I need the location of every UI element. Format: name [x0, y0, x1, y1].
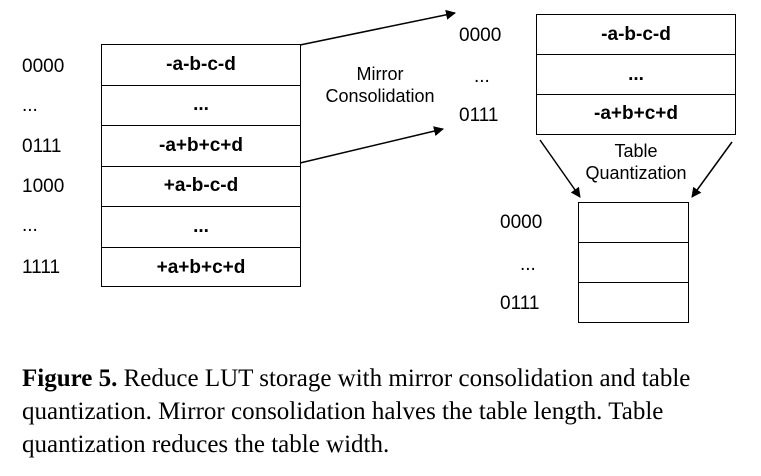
bottom-right-row-label: ... [520, 254, 536, 275]
lut-cell: ... [102, 207, 300, 248]
lut-cell: -a+b+c+d [102, 126, 300, 167]
figure-label: Figure 5. [22, 365, 118, 392]
lut-cell: -a+b+c+d [594, 103, 678, 124]
lut-cell: +a-b-c-d [102, 167, 300, 207]
left-row-label: 0111 [22, 136, 62, 157]
quant-arrow-right [691, 141, 733, 198]
mirror-arrow-bottom [299, 126, 444, 164]
lut-cell: -a-b-c-d [537, 15, 735, 55]
top-right-row-label: 0000 [459, 25, 502, 46]
mirror-arrow-top [299, 9, 456, 46]
quant-arrow-left [539, 139, 581, 198]
lut-cell: ... [537, 55, 735, 95]
top-right-row-label: ... [474, 66, 490, 87]
lut-cell: -a-b-c-d [102, 45, 300, 86]
bottom-right-row-label: 0000 [500, 212, 543, 233]
mirror-consolidation-label: Mirror Consolidation [310, 64, 450, 107]
lut-cell [579, 283, 688, 321]
mirror-line2: Consolidation [325, 85, 435, 106]
left-row-label: ... [22, 95, 38, 116]
table-quantization-label: Table Quantization [566, 141, 706, 184]
left-row-label: 0000 [22, 56, 65, 77]
left-row-label: 1000 [22, 176, 65, 197]
caption-text: Reduce LUT storage with mirror consolida… [22, 365, 691, 458]
mirror-line1: Mirror [356, 64, 404, 84]
left-row-label: ... [22, 215, 38, 236]
consolidated-lut-table: -a-b-c-d ... -a+b+c+d [536, 14, 736, 135]
lut-cell [579, 203, 688, 243]
quant-line2: Quantization [585, 162, 687, 183]
lut-cell [579, 243, 688, 283]
lut-cell: +a+b+c+d [156, 256, 246, 278]
top-right-row-label: 0111 [459, 105, 499, 126]
bottom-right-row-label: 0111 [500, 293, 540, 314]
quantized-lut-table [578, 202, 689, 323]
left-row-label: 1111 [22, 257, 61, 278]
full-lut-table: -a-b-c-d ... -a+b+c+d +a-b-c-d ... +a+b+… [101, 44, 301, 287]
figure-caption: Figure 5. Reduce LUT storage with mirror… [22, 362, 742, 461]
lut-cell: ... [102, 86, 300, 126]
quant-line1: Table [614, 141, 658, 161]
